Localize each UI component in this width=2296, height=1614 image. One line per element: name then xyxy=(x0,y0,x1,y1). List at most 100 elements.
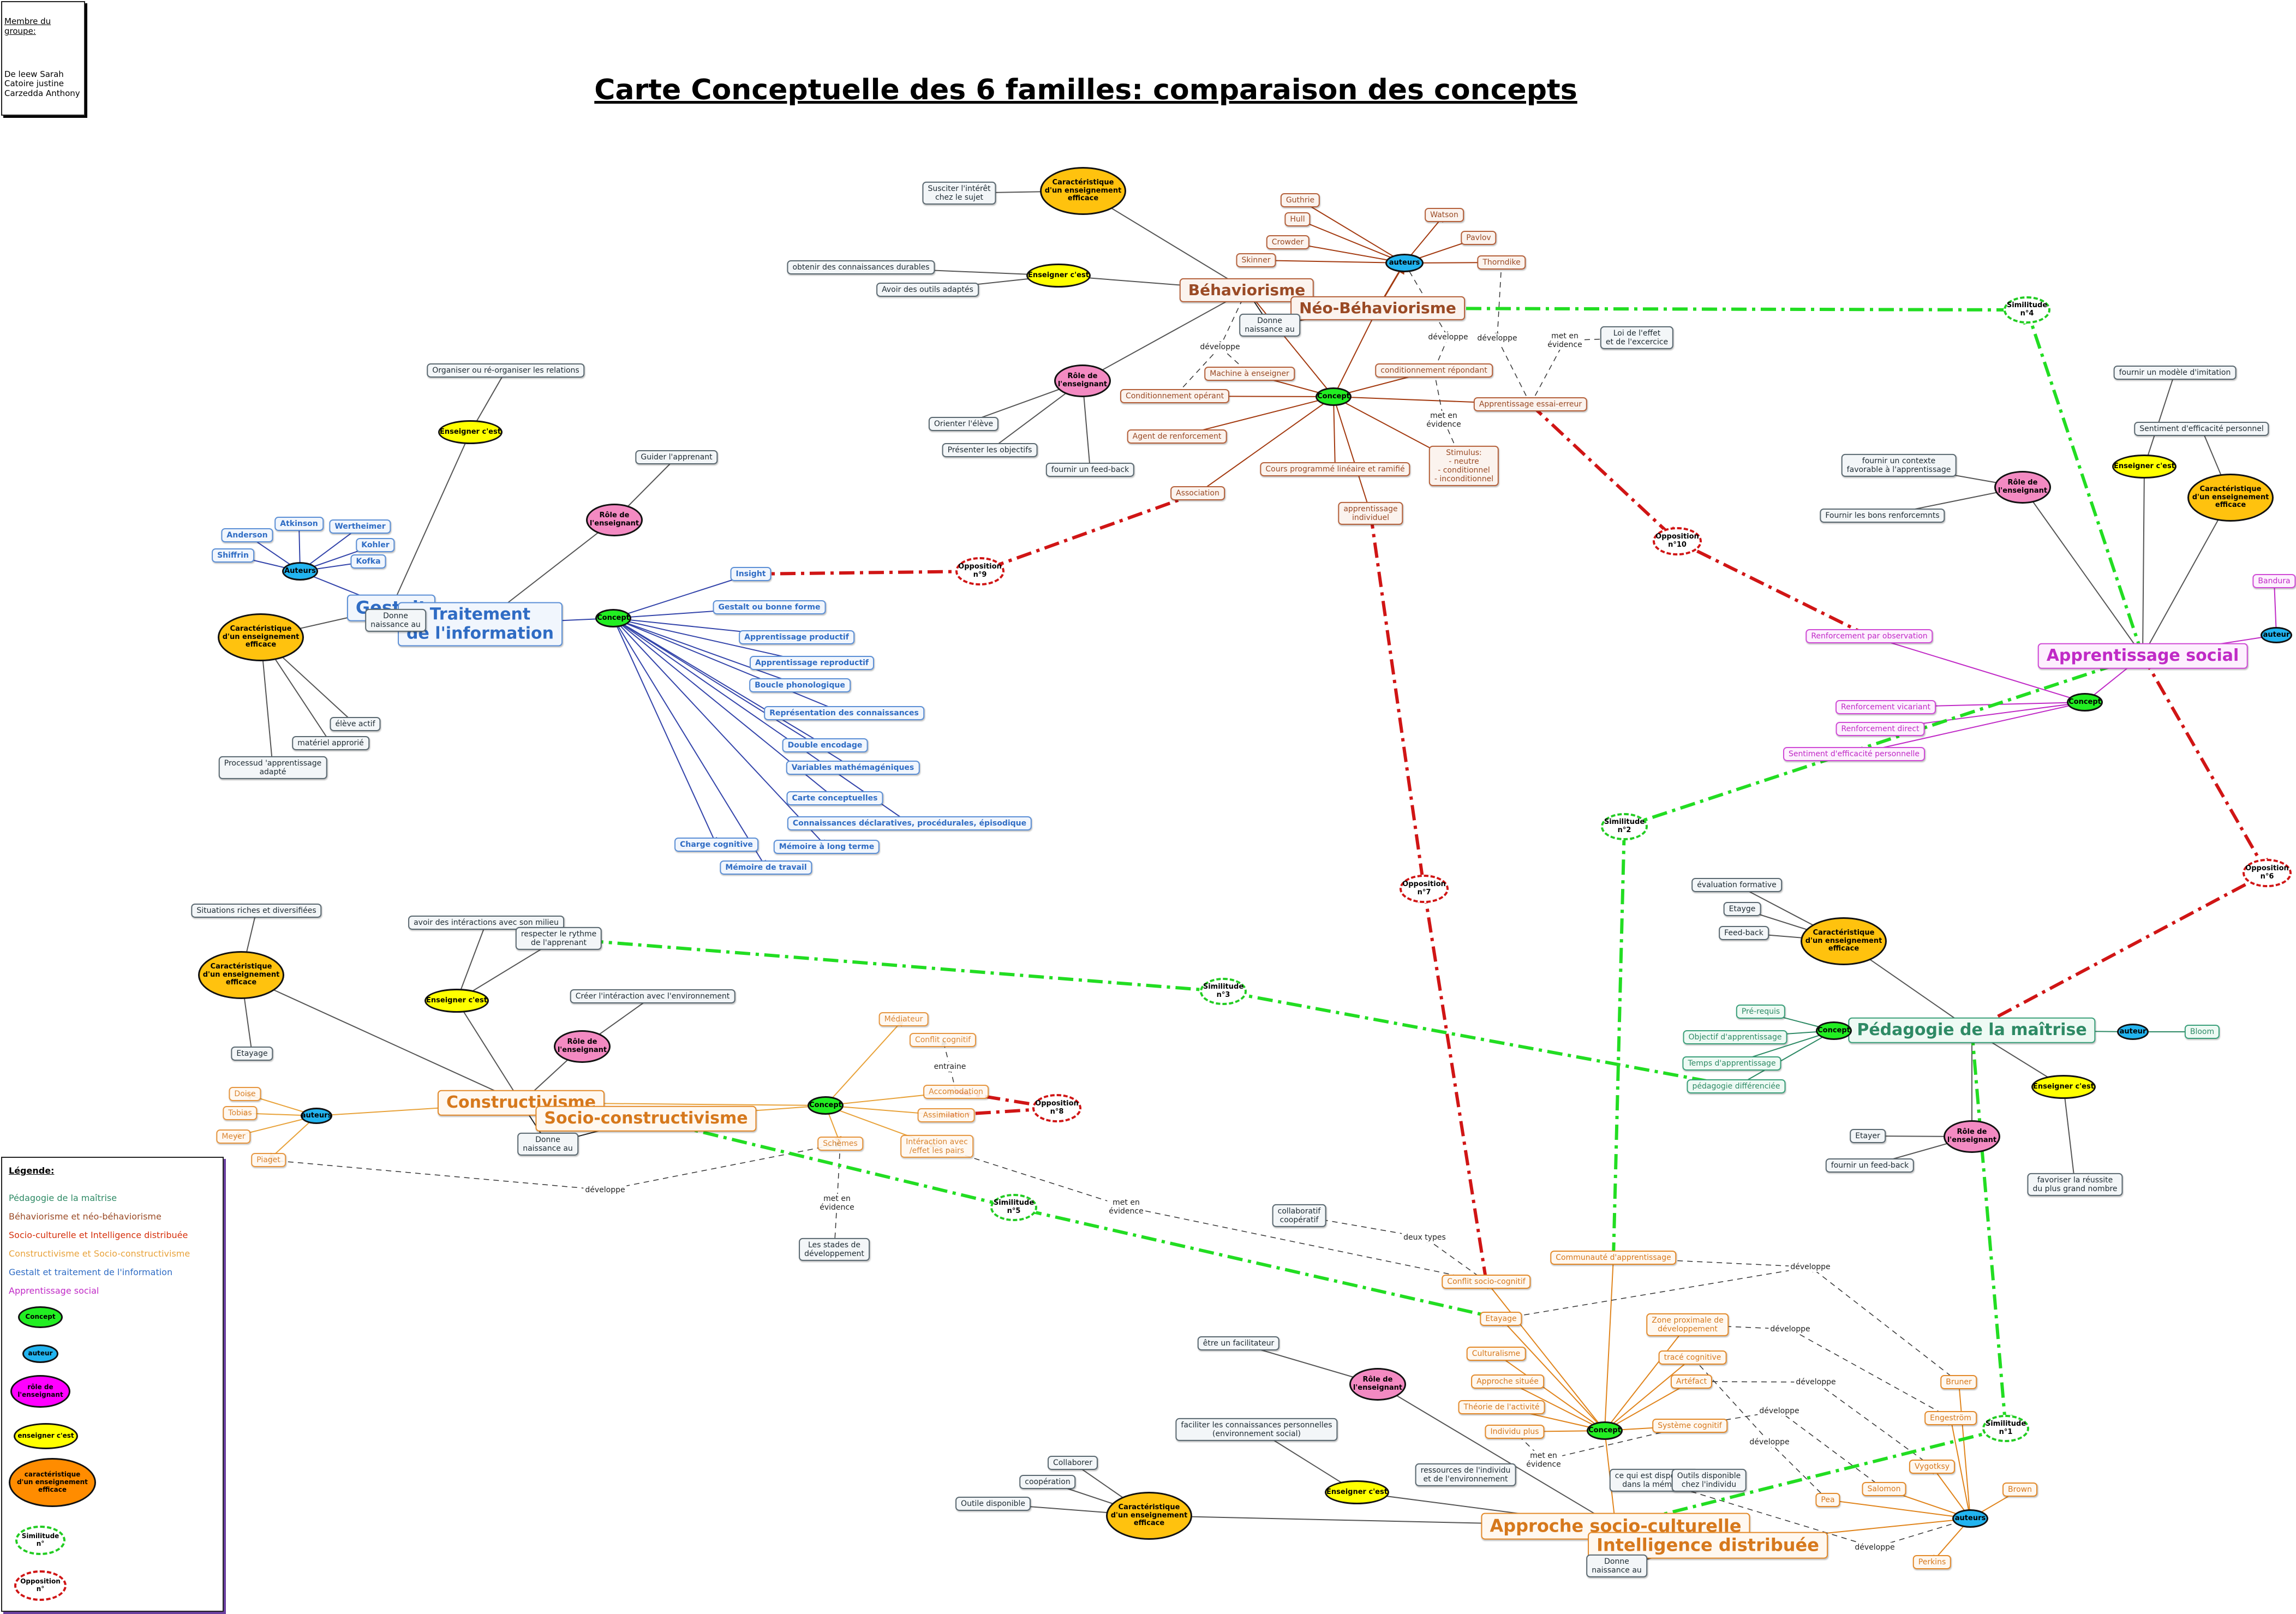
node-ge-connais: Connaissances déclaratives, procédurales… xyxy=(787,816,1032,831)
node-pm-etayer: Etayer xyxy=(1850,1128,1886,1144)
node-o8: Opposition n°8 xyxy=(1032,1094,1081,1122)
connector xyxy=(1220,985,1737,1088)
node-ge-car: Caractéristique d'un enseignement effica… xyxy=(218,613,304,661)
node-ge-memlong: Mémoire à long terme xyxy=(773,839,880,854)
node-pm-etayage: Etayge xyxy=(1723,901,1761,917)
connector xyxy=(1506,1381,1605,1431)
node-as-renf: Fournir les bons renforcemnts xyxy=(1820,508,1945,523)
node-ge-guider: Guider l'apprenant xyxy=(635,450,718,465)
connector xyxy=(1530,340,1565,405)
node-ge-anderson: Anderson xyxy=(221,528,273,543)
node-as-rdir: Renforcement direct xyxy=(1835,721,1925,737)
legend-family: Socio-culturelle et Intelligence distrib… xyxy=(9,1230,188,1240)
link-label: développe xyxy=(1198,342,1242,352)
node-as-rvic: Renforcement vicariant xyxy=(1835,700,1936,715)
node-beh-watson: Watson xyxy=(1425,207,1464,223)
link-label: développe xyxy=(583,1185,627,1195)
link-label: entraine xyxy=(932,1062,968,1072)
connector xyxy=(1674,540,1870,638)
link-label: met en évidence xyxy=(1524,1451,1563,1469)
node-beh-aut: auteurs xyxy=(1385,254,1424,272)
node-co-etayage: Etayage xyxy=(231,1046,273,1061)
connector xyxy=(1956,1381,1971,1519)
node-ge-materiel: matériel approrié xyxy=(292,736,369,751)
node-ge-donne: Donne naissance au xyxy=(365,608,426,632)
legend-shape: caractéristique d'un enseignement effica… xyxy=(9,1458,96,1507)
link-label: développe xyxy=(1768,1324,1812,1334)
connector xyxy=(1333,396,1372,515)
connector xyxy=(1197,396,1334,494)
node-neo: Néo-Béhaviorisme xyxy=(1290,296,1465,321)
node-as-bandura: Bandura xyxy=(2252,573,2296,589)
connector xyxy=(605,1141,841,1191)
node-sci-cooperation: coopération xyxy=(1019,1474,1076,1490)
node-co-pairs: Intéraction avec /effet les pairs xyxy=(900,1134,973,1158)
connector xyxy=(955,1090,1060,1114)
connector xyxy=(1970,1030,2013,1432)
connector xyxy=(267,1115,317,1161)
legend-panel: Légende: Pédagogie de la maîtrise Béhavi… xyxy=(1,1157,224,1612)
node-sci-artefact: Artéfact xyxy=(1670,1374,1713,1389)
node-as: Apprentissage social xyxy=(2037,643,2248,669)
node-beh-objectifs: Présenter les objectifs xyxy=(942,443,1038,458)
connector xyxy=(1333,308,1378,398)
node-ge-processus: Processud 'apprentissage adapté xyxy=(218,756,327,780)
node-pm-car: Caractéristique d'un enseignement effica… xyxy=(1801,917,1887,965)
node-beh-assoc: Association xyxy=(1170,486,1225,501)
legend-shape: Similitude n° xyxy=(15,1526,65,1555)
node-co-mediateur: Médiateur xyxy=(878,1012,929,1027)
node-beh-indiv: apprentissage individuel xyxy=(1338,501,1403,525)
connector xyxy=(825,1018,904,1106)
node-pm-aut: auteur xyxy=(2117,1024,2149,1040)
node-sci-car: Caractéristique d'un enseignement effica… xyxy=(1106,1492,1192,1540)
node-beh-donne: Donne naissance au xyxy=(1239,313,1300,337)
node-sci-communaute: Communauté d'apprentissage xyxy=(1550,1250,1677,1265)
node-co-situations: Situations riches et diversifiées xyxy=(191,903,322,918)
legend-shape: Opposition n° xyxy=(14,1570,67,1601)
node-sci-conflit: Conflit socio-cognitif xyxy=(1442,1274,1531,1289)
node-as-concept: Concept xyxy=(2067,693,2103,712)
connector xyxy=(613,618,911,824)
connector xyxy=(1769,1442,1828,1501)
node-sci-zone: Zone proximale de développement xyxy=(1646,1313,1729,1337)
link-label: met en évidence xyxy=(818,1194,856,1212)
link-label: deux types xyxy=(1402,1233,1448,1242)
legend-family: Constructivisme et Socio-constructivisme xyxy=(9,1248,190,1259)
node-ge-carte: Carte conceptuelles xyxy=(786,791,883,806)
connector xyxy=(613,618,826,746)
connector xyxy=(2270,580,2279,636)
link-label: développe xyxy=(1853,1543,1897,1552)
connector xyxy=(1486,1281,1605,1431)
connector xyxy=(2022,487,2143,656)
connector xyxy=(1810,1266,1959,1383)
node-co-creer: Créer l'intéraction avec l'environnement xyxy=(570,989,736,1004)
node-sci-activite: Théorie de l'activité xyxy=(1458,1400,1545,1415)
connector xyxy=(558,937,1227,999)
node-o6: Opposition n°6 xyxy=(2243,859,2292,887)
members-heading: Membre du groupe: xyxy=(4,16,51,36)
node-sci-outils: Outils disponible chez l'individu xyxy=(1671,1468,1747,1492)
node-ge-boucle: Boucle phonologique xyxy=(749,678,851,693)
connector xyxy=(1011,1202,1502,1320)
node-sc: Socio-constructivisme xyxy=(535,1105,757,1132)
connector xyxy=(613,618,827,848)
connector xyxy=(1529,403,1680,544)
connector xyxy=(1868,634,2085,703)
link-label: met en évidence xyxy=(1107,1198,1145,1216)
node-sci-bruner: Bruner xyxy=(1940,1374,1977,1390)
node-sci-perkins: Perkins xyxy=(1912,1555,1952,1570)
node-beh-condrep: conditionnement répondant xyxy=(1375,363,1493,378)
node-as-car: Caractéristique d'un enseignement effica… xyxy=(2187,474,2274,522)
node-ge-kofka: Kofka xyxy=(350,554,386,569)
node-beh-role: Rôle de l'enseignant xyxy=(1054,364,1111,397)
node-ge-rep: Représentation des connaissances xyxy=(764,706,924,721)
node-sci-outildisp: Outile disponible xyxy=(955,1496,1031,1511)
node-sci-donne: Donne naissance au xyxy=(1586,1554,1647,1578)
link-label: met en évidence xyxy=(1425,411,1463,429)
node-sci-concept: Concept xyxy=(1587,1421,1623,1440)
connector xyxy=(1082,290,1247,381)
connector xyxy=(977,492,1199,575)
node-beh-stimulus: Stimulus: - neutre - conditionnel - inco… xyxy=(1428,445,1499,487)
legend-shape: enseigner c'est xyxy=(14,1423,78,1449)
